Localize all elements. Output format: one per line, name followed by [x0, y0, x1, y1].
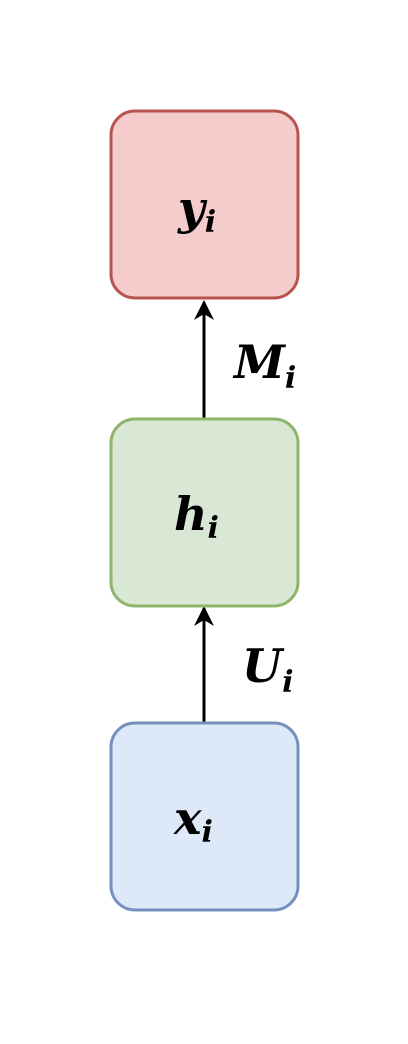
node-y-main: y [177, 181, 208, 235]
node-h-box [109, 417, 300, 608]
node-x-box [109, 721, 300, 912]
edge-x-to-h: Ui [194, 606, 294, 722]
node-x-sub: i [201, 815, 212, 850]
node-h: hi [109, 417, 300, 608]
node-h-main: h [174, 487, 207, 541]
edge-label-m: Mi [232, 335, 296, 396]
node-y-sub: i [205, 205, 216, 240]
edge-h-to-y: Mi [194, 300, 296, 418]
node-x-main: x [173, 791, 202, 845]
node-y-label: yi [177, 181, 216, 240]
edge-label-m-main: M [232, 335, 287, 389]
node-x: xi [109, 721, 300, 912]
node-y-box [109, 109, 300, 300]
edge-label-u: Ui [242, 639, 294, 700]
edge-label-u-sub: i [282, 665, 293, 700]
node-h-label: hi [174, 487, 219, 546]
node-h-sub: i [207, 511, 218, 546]
node-x-label: xi [173, 791, 213, 850]
edge-label-m-sub: i [285, 361, 296, 396]
edge-label-u-main: U [242, 639, 285, 693]
node-y: yi [109, 109, 300, 300]
